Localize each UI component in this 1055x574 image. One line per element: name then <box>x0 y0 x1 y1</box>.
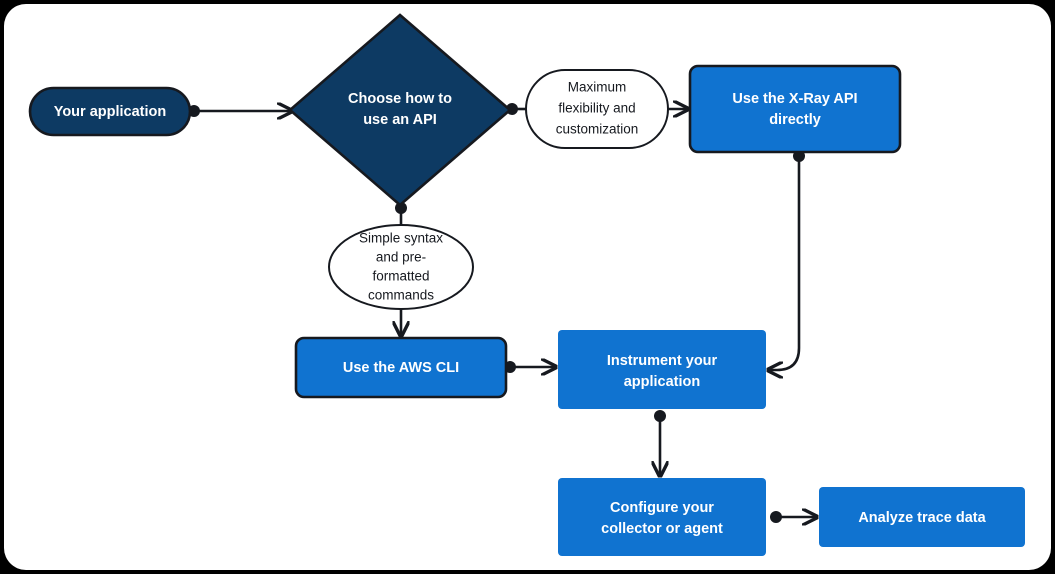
choose-how-to-use-an-api-label-line1: Choose how to <box>348 91 452 107</box>
your-application-shape[interactable] <box>28 86 192 137</box>
node-configure-your-collector-or-agent[interactable]: Configure your collector or agent <box>558 478 766 556</box>
use-the-aws-cli-shape[interactable] <box>294 336 508 399</box>
choose-how-to-use-an-api-shape[interactable] <box>288 13 512 207</box>
use-the-x-ray-api-directly-label-line2: directly <box>769 112 821 128</box>
simple-syntax-shape[interactable] <box>328 224 474 310</box>
simple-syntax-label-line1: Simple syntax <box>359 231 443 246</box>
node-your-application[interactable]: Your application <box>28 86 192 137</box>
configure-your-collector-or-agent-label-line1: Configure your <box>610 500 714 516</box>
your-application-label: Your application <box>54 104 167 120</box>
configure-your-collector-or-agent-label-line2: collector or agent <box>601 521 723 537</box>
node-analyze-trace-data[interactable]: Analyze trace data <box>819 487 1025 547</box>
use-the-x-ray-api-directly-label-line1: Use the X-Ray API <box>732 91 857 107</box>
simple-syntax-label-line2: and pre- <box>376 250 426 265</box>
use-the-x-ray-api-directly-shape[interactable] <box>688 64 902 154</box>
choose-how-to-use-an-api-label-line2: use an API <box>363 112 437 128</box>
instrument-your-application-label-line1: Instrument your <box>607 353 718 369</box>
node-use-the-x-ray-api-directly[interactable]: Use the X-Ray API directly <box>688 64 902 154</box>
maximum-flexibility-label-line3: customization <box>556 122 639 137</box>
node-maximum-flexibility-and-customization[interactable]: Maximum flexibility and customization <box>525 69 669 149</box>
edge-xray-to-instrument <box>768 150 805 370</box>
node-simple-syntax-and-pre-formatted-commands[interactable]: Simple syntax and pre- formatted command… <box>328 224 474 310</box>
analyze-trace-data-shape[interactable] <box>819 487 1025 547</box>
edge-instrument-to-configure <box>654 410 666 476</box>
configure-your-collector-or-agent-shape[interactable] <box>558 478 766 556</box>
use-the-aws-cli-label: Use the AWS CLI <box>343 360 459 376</box>
edge-cli-to-instrument <box>504 361 556 373</box>
node-choose-how-to-use-an-api[interactable]: Choose how to use an API <box>288 13 512 207</box>
maximum-flexibility-shape[interactable] <box>525 69 669 149</box>
node-use-the-aws-cli[interactable]: Use the AWS CLI <box>294 336 508 399</box>
simple-syntax-label-line4: commands <box>368 288 434 303</box>
instrument-your-application-shape[interactable] <box>558 330 766 409</box>
simple-syntax-label-line3: formatted <box>372 269 429 284</box>
node-instrument-your-application[interactable]: Instrument your application <box>558 330 766 409</box>
analyze-trace-data-label: Analyze trace data <box>858 510 986 526</box>
maximum-flexibility-label-line1: Maximum <box>568 80 627 95</box>
maximum-flexibility-label-line2: flexibility and <box>558 101 635 116</box>
edge-configure-to-analyze <box>770 511 817 523</box>
edge-app-to-choice <box>188 105 292 117</box>
instrument-your-application-label-line2: application <box>624 374 701 390</box>
